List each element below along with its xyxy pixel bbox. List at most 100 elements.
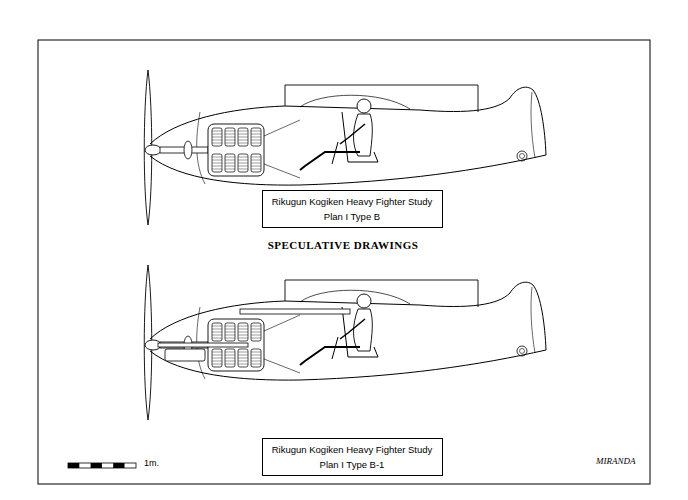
engine-mount [264, 120, 300, 178]
engine-cylinder [251, 154, 261, 172]
canopy-glazing [300, 290, 410, 304]
roundel [517, 346, 527, 356]
cooling-fin [225, 166, 235, 167]
cooling-fin [238, 143, 248, 144]
canopy-glazing [300, 95, 410, 109]
cooling-fin [238, 166, 248, 167]
radial-engine [208, 124, 264, 176]
cooling-fin [251, 364, 261, 365]
cooling-fin [212, 332, 222, 333]
spinner [145, 145, 161, 155]
cooling-fin [212, 335, 222, 336]
engine-cylinder [225, 323, 235, 341]
cooling-fin [212, 166, 222, 167]
engine-block [208, 124, 264, 176]
cooling-fin [212, 364, 222, 365]
aircraft-profile [144, 265, 546, 420]
cooling-fin [251, 352, 261, 353]
cooling-fin [238, 364, 248, 365]
cooling-fin [212, 143, 222, 144]
machine-gun [240, 309, 350, 314]
pilot-leg [300, 347, 360, 365]
cooling-fin [238, 169, 248, 170]
engine-cylinder [238, 323, 248, 341]
title-box: Rikugun Kogiken Heavy Fighter StudyPlan … [262, 190, 443, 228]
cooling-fin [251, 137, 261, 138]
cooling-fin [238, 140, 248, 141]
cooling-fin [225, 358, 235, 359]
pilot-arm [340, 319, 365, 339]
engine-mount [264, 315, 300, 373]
control-stick [332, 142, 338, 164]
title-box: Rikugun Kogiken Heavy Fighter StudyPlan … [262, 438, 443, 476]
scale-segment [113, 463, 124, 468]
cooling-fin [225, 160, 235, 161]
seat [342, 112, 378, 162]
cooling-fin [251, 332, 261, 333]
cooling-fin [225, 157, 235, 158]
cooling-fin [251, 335, 261, 336]
title-text: Rikugun Kogiken Heavy Fighter Study [271, 194, 434, 209]
cooling-fin [238, 338, 248, 339]
aircraft-profile [144, 70, 546, 225]
cooling-fin [225, 335, 235, 336]
cooling-fin [225, 332, 235, 333]
canopy-rail [285, 280, 478, 307]
cooling-fin [238, 361, 248, 362]
pilot-body [354, 309, 373, 351]
cooling-fin [251, 326, 261, 327]
cooling-fin [225, 131, 235, 132]
control-stick [332, 337, 338, 359]
scale-segment [68, 463, 79, 468]
roundel [520, 154, 525, 159]
title-text: Rikugun Kogiken Heavy Fighter Study [271, 442, 434, 457]
cooling-fin [225, 352, 235, 353]
cooling-fin [251, 338, 261, 339]
scale-bar [68, 463, 136, 468]
engine-cylinder [251, 323, 261, 341]
cooling-fin [251, 358, 261, 359]
sheet-frame [38, 40, 650, 484]
cooling-fin [212, 169, 222, 170]
engine-cylinder [251, 128, 261, 146]
engine-cylinder [225, 154, 235, 172]
cooling-fin [212, 355, 222, 356]
cooling-fin [238, 137, 248, 138]
cooling-fin [251, 169, 261, 170]
cooling-fin [212, 352, 222, 353]
cooling-fin [238, 163, 248, 164]
engine-cylinder [212, 349, 222, 367]
pilot-head [357, 294, 371, 308]
engine-cylinder [251, 349, 261, 367]
cooling-fin [251, 329, 261, 330]
canopy-rail [285, 85, 478, 112]
cooling-fin [225, 361, 235, 362]
cooling-fin [212, 326, 222, 327]
engine-cylinder [238, 349, 248, 367]
cooling-fin [212, 361, 222, 362]
title-text: Plan I Type B [271, 209, 434, 224]
engine-cylinder [225, 128, 235, 146]
cooling-fin [225, 143, 235, 144]
sheet-title: SPECULATIVE DRAWINGS [268, 239, 419, 251]
pilot-head [357, 99, 371, 113]
cooling-fin [225, 329, 235, 330]
cooling-fin [251, 143, 261, 144]
cooling-fin [251, 361, 261, 362]
roundel [517, 151, 527, 161]
pilot-leg [300, 152, 360, 170]
engine-cylinder [212, 154, 222, 172]
rudder-hinge [531, 287, 535, 353]
pilot-arm [340, 124, 365, 144]
scale-segment [91, 463, 102, 468]
engine-cylinder [212, 323, 222, 341]
cooling-fin [251, 355, 261, 356]
cooling-fin [238, 358, 248, 359]
cannon-barrel [158, 343, 248, 347]
cooling-fin [251, 157, 261, 158]
cooling-fin [212, 157, 222, 158]
pilot-body [354, 114, 373, 156]
cooling-fin [238, 352, 248, 353]
cooling-fin [251, 160, 261, 161]
cooling-fin [225, 355, 235, 356]
